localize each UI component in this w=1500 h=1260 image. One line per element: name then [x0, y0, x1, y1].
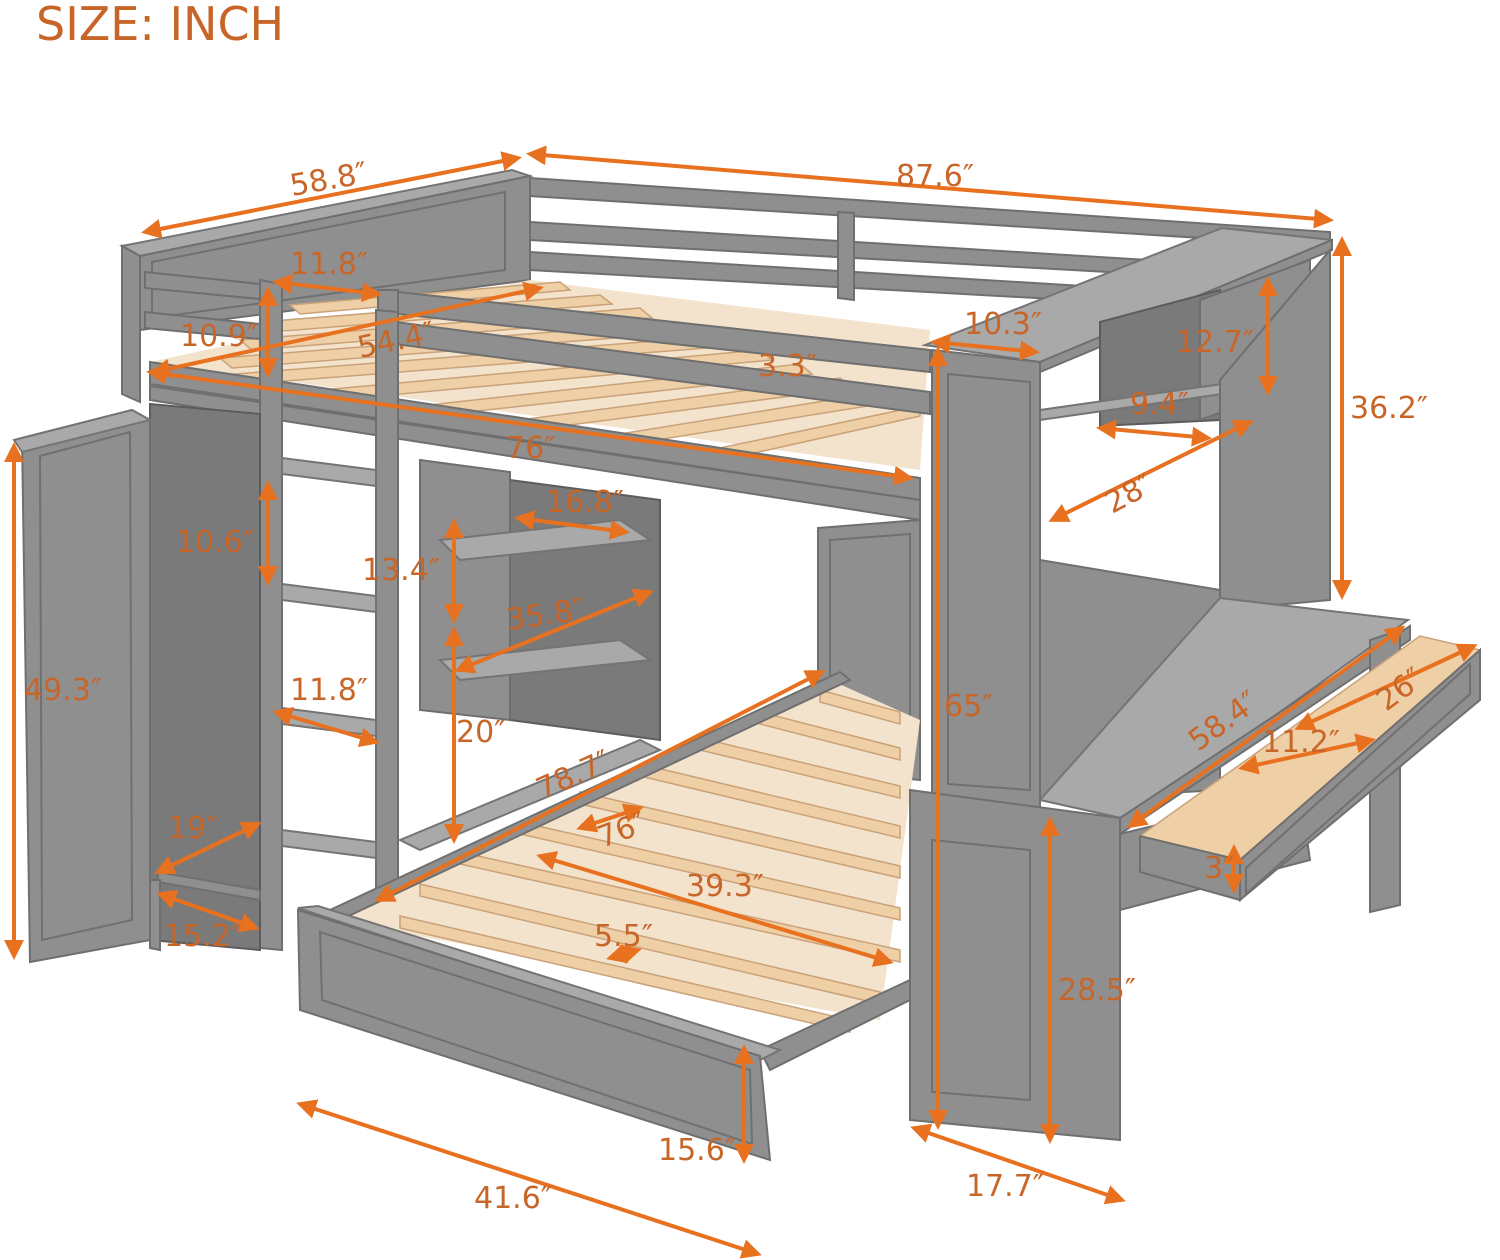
label-wardrobe-depth: 19″	[168, 811, 217, 846]
arrow-wardrobe-depth	[154, 821, 262, 875]
label-mattress-length-top: 76″	[506, 431, 555, 466]
label-lower-mattress-width: 39.3″	[686, 869, 764, 904]
label-total-height: 65″	[944, 689, 993, 724]
arrow-drawer-width	[1238, 733, 1376, 775]
label-loft-depth: 58.8″	[287, 156, 370, 204]
label-overall-height-upper: 36.2″	[1350, 391, 1428, 426]
arrow-shelf-post-width	[930, 333, 1040, 361]
label-drawer-width: 11.2″	[1262, 725, 1340, 760]
arrow-mattress-length-top	[146, 364, 914, 486]
label-slat-gap-top: 3.3″	[758, 349, 817, 384]
label-upper-shelf-length: 28″	[1099, 467, 1159, 521]
arrow-cubby-width	[1096, 419, 1212, 447]
label-desk-depth: 17.7″	[966, 1169, 1044, 1204]
arrow-lower-mattress-length	[576, 803, 644, 833]
label-lower-shelf-height: 20″	[456, 715, 505, 750]
label-total-length: 87.6″	[896, 159, 974, 194]
dimension-arrows	[4, 145, 1478, 1259]
label-drawer-height: 3″	[1204, 851, 1234, 886]
label-shelf-height: 13.4″	[362, 553, 440, 588]
arrow-loft-depth	[141, 151, 522, 239]
arrow-ladder-width	[272, 707, 380, 747]
arrow-lower-slat-gap	[606, 943, 642, 965]
arrow-shelf-length	[454, 588, 654, 674]
label-ladder-width: 11.8″	[290, 673, 368, 708]
label-guardrail-height: 10.9″	[180, 319, 258, 354]
label-lower-bed-width: 41.6″	[474, 1181, 552, 1216]
label-lower-slat-gap: 5.5″	[594, 919, 653, 954]
labels: SIZE: INCH 58.8″ 87.6″ 11.8″ 10.9″ 54.4″…	[24, 0, 1431, 1216]
arrow-total-length	[526, 145, 1334, 229]
label-ladder-step: 10.6″	[176, 525, 254, 560]
arrow-wardrobe-width	[156, 889, 260, 933]
label-cubby-width: 9.4″	[1130, 387, 1189, 422]
arrow-lower-mattress-width	[536, 851, 894, 967]
arrow-mattress-width-top	[150, 281, 544, 379]
label-wardrobe-width: 15.2″	[164, 919, 242, 954]
arrow-lower-bed-width	[296, 1099, 762, 1259]
title: SIZE: INCH	[36, 0, 284, 51]
wardrobe	[12, 402, 261, 964]
arrow-shelf-depth	[514, 510, 630, 540]
arrow-upper-shelf-length	[1048, 420, 1254, 522]
arrow-lower-bed-length	[374, 670, 826, 902]
label-wardrobe-height: 49.3″	[24, 673, 102, 708]
label-cubby-height: 12.7″	[1176, 325, 1254, 360]
label-footboard-height: 15.6″	[658, 1133, 736, 1168]
label-rail-width: 11.8″	[290, 247, 368, 282]
label-shelf-depth: 16.8″	[546, 485, 624, 520]
arrow-desk-depth	[910, 1123, 1126, 1205]
label-desk-height: 28.5″	[1058, 973, 1136, 1008]
arrow-drawer-length	[1294, 643, 1478, 731]
label-shelf-post-width: 10.3″	[964, 307, 1042, 342]
